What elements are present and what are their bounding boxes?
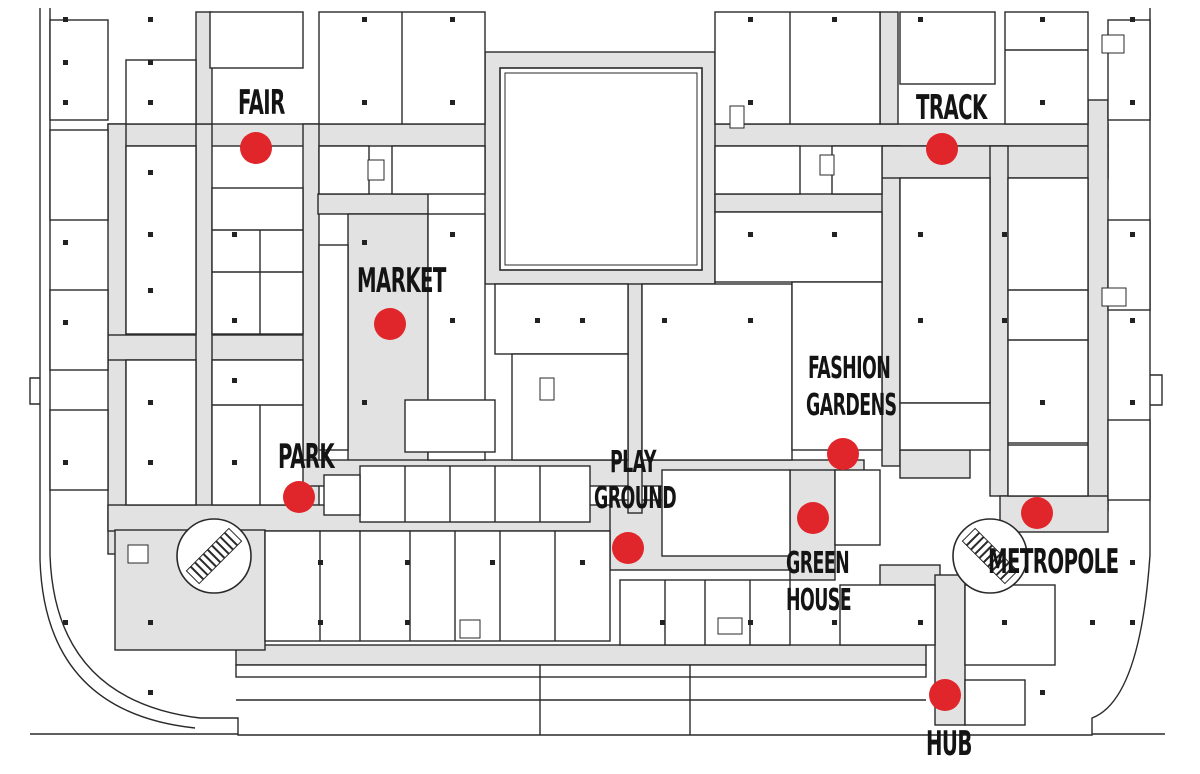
store-units [49, 11, 1151, 726]
escalator-east [952, 518, 1028, 594]
zone-label-fashion: FASHION [808, 351, 891, 386]
marker-play-ground[interactable] [612, 532, 644, 564]
building-outline [29, 8, 1165, 736]
marker-park[interactable] [283, 481, 315, 513]
zone-label-metropole: METROPOLE [988, 542, 1119, 582]
zone-label-play: PLAY [610, 445, 657, 480]
marker-track[interactable] [926, 133, 958, 165]
column-markers [63, 17, 1135, 695]
zone-label-park: PARK [278, 437, 335, 477]
marker-fair[interactable] [240, 132, 272, 164]
marker-hub[interactable] [929, 679, 961, 711]
zone-label-gardens: GARDENS [806, 388, 897, 423]
zone-label-green: GREEN [786, 546, 850, 581]
zone-label-fair: FAIR [238, 83, 285, 123]
zone-label-ground: GROUND [594, 481, 677, 516]
marker-fashion-gardens[interactable] [827, 438, 859, 470]
stairwells [127, 34, 1127, 639]
zone-label-market: MARKET [357, 261, 446, 301]
zone-label-house: HOUSE [786, 583, 852, 618]
marker-green-house[interactable] [797, 502, 829, 534]
marker-market[interactable] [374, 308, 406, 340]
escalator-west [176, 518, 252, 594]
atrium [499, 67, 703, 271]
zone-label-hub: HUB [926, 724, 972, 764]
zone-label-track: TRACK [916, 88, 987, 128]
marker-metropole[interactable] [1021, 497, 1053, 529]
storefront-strip [235, 664, 927, 735]
